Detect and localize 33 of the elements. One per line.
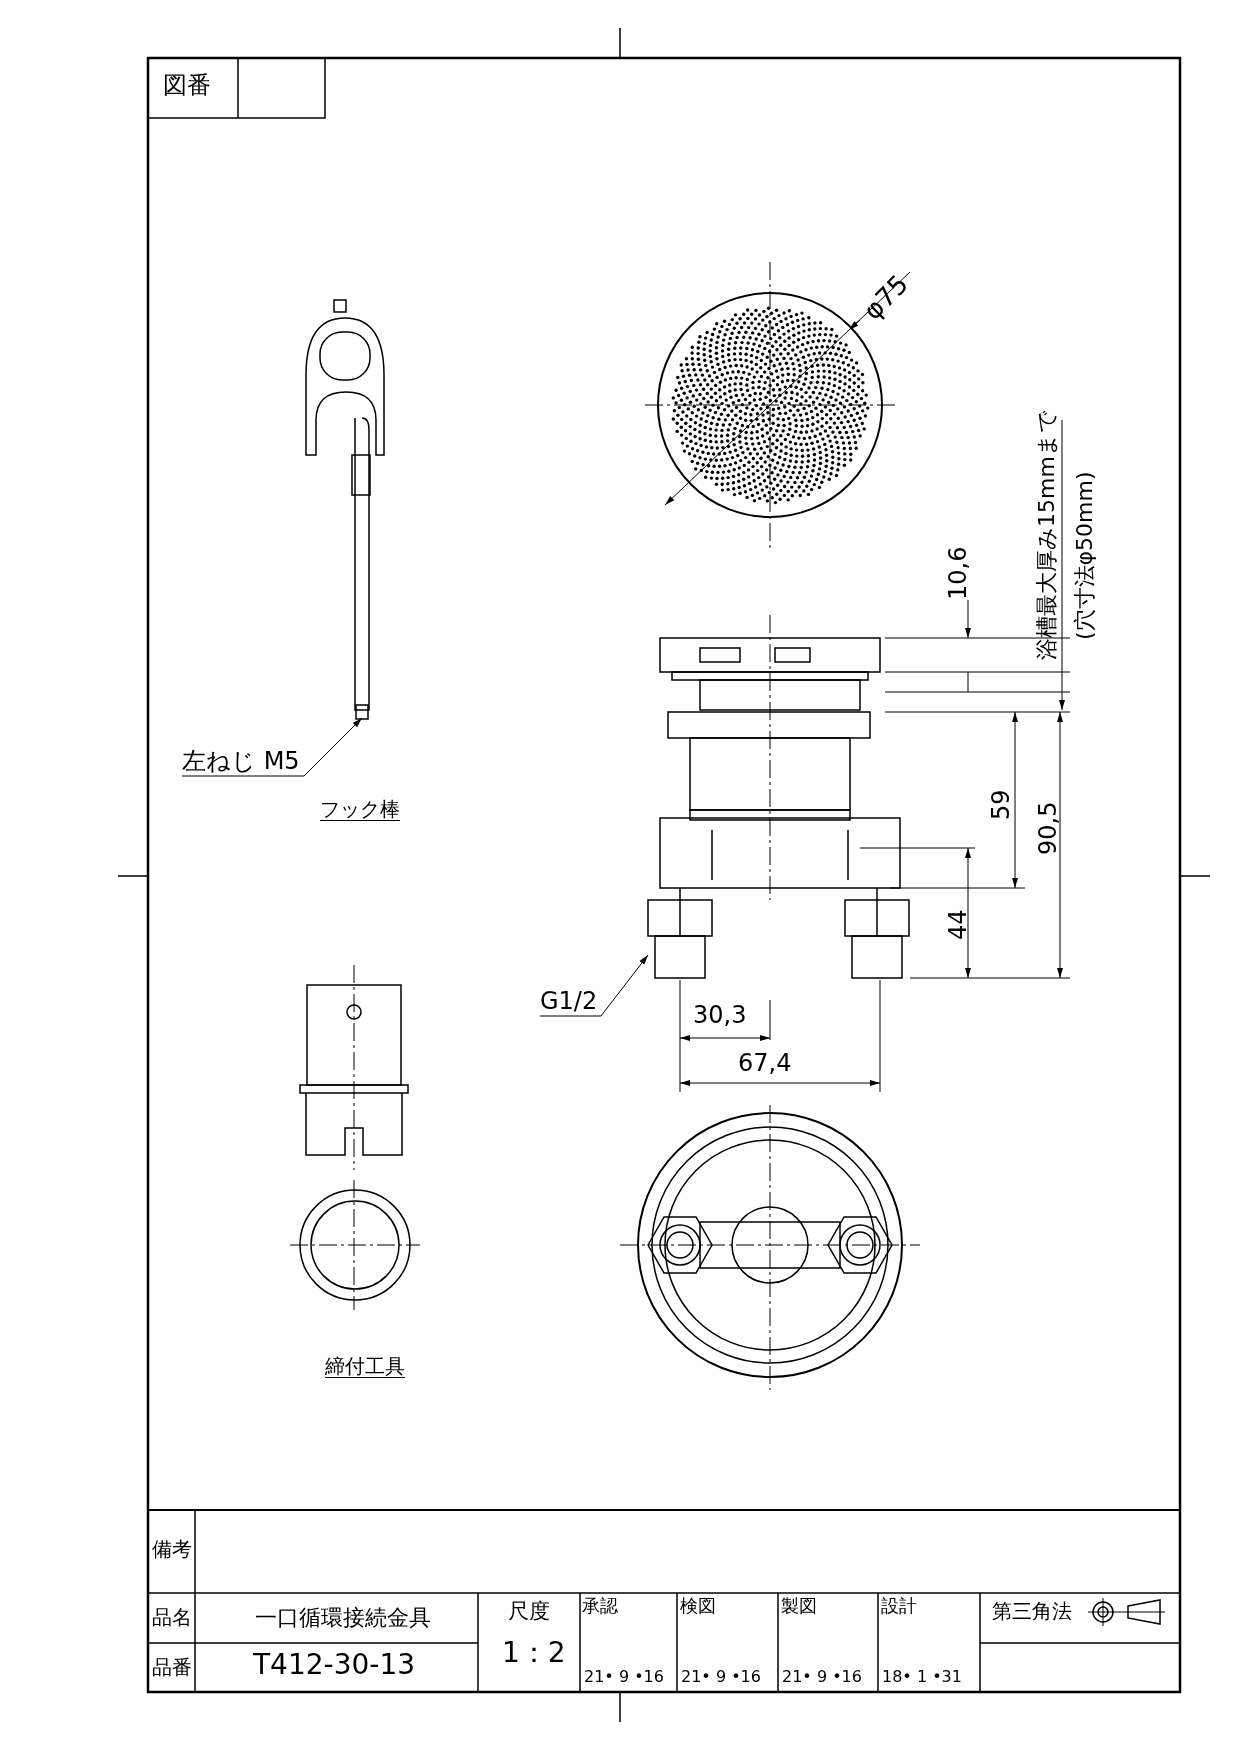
- table-cell: 21• 9 •16: [584, 1668, 664, 1686]
- table-header: 承認: [582, 1596, 618, 1616]
- leader-label: 左ねじ M5: [182, 748, 300, 775]
- table-header: 品番: [152, 1656, 192, 1678]
- table-header: 品名: [152, 1606, 192, 1628]
- table-header: 設計: [881, 1596, 917, 1616]
- table-header: 製図: [781, 1596, 817, 1616]
- leader-line: [181, 717, 363, 777]
- dimension-value: 44: [945, 909, 972, 940]
- table-cell: 21• 9 •16: [782, 1668, 862, 1686]
- threaded-connector-drawing: [647, 887, 713, 979]
- hook-rod-drawing: [305, 299, 385, 720]
- table-cell: 一口循環接続金具: [255, 1606, 431, 1631]
- dimension-value: 67,4: [738, 1050, 792, 1077]
- drawing-number-label: 図番: [163, 72, 211, 99]
- leader-line: [539, 954, 649, 1017]
- table-cell: T412-30-13: [253, 1650, 415, 1681]
- leader-label: G1/2: [540, 988, 598, 1015]
- table-header: 検図: [680, 1596, 716, 1616]
- dimension-value: 10,6: [945, 546, 972, 600]
- dimension-value: 90,5: [1035, 801, 1062, 855]
- table-header: 第三角法: [992, 1600, 1072, 1622]
- installation-note: 浴槽最大厚み15mmまで: [1035, 410, 1060, 660]
- table-header: 尺度: [508, 1600, 550, 1624]
- table-cell: 21• 9 •16: [681, 1668, 761, 1686]
- part-caption: フック棒: [320, 798, 400, 821]
- table-cell: 1：2: [502, 1638, 566, 1669]
- table-cell: 18• 1 •31: [882, 1668, 962, 1686]
- dimension-value: 59: [988, 789, 1015, 820]
- installation-note: (穴寸法φ50mm): [1073, 471, 1098, 640]
- table-header: 備考: [152, 1538, 192, 1560]
- dimension-value: 30,3: [693, 1002, 747, 1029]
- part-caption: 締付工具: [325, 1355, 405, 1378]
